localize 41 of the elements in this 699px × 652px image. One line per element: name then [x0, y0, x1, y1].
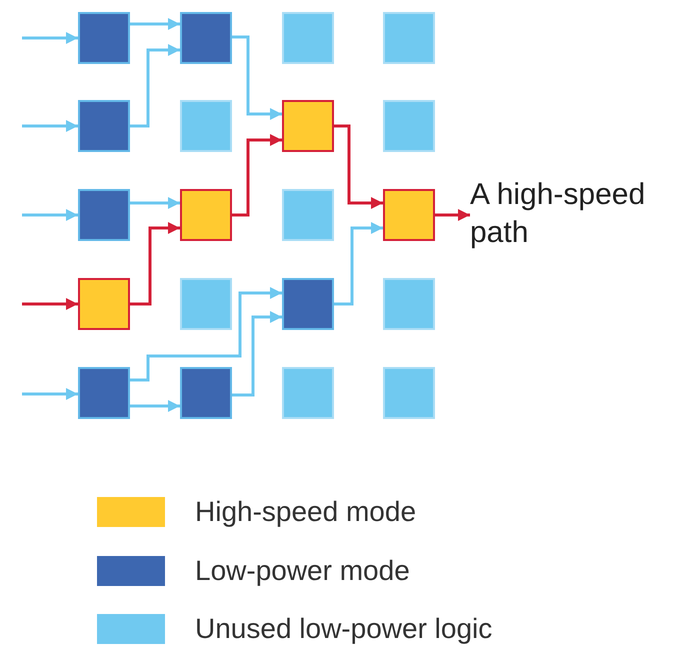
unused-logic-block — [282, 189, 334, 241]
low-power-logic-block — [180, 12, 232, 64]
signal-arrow — [130, 18, 180, 30]
high-speed-logic-block — [383, 189, 435, 241]
low-power-logic-block — [78, 12, 130, 64]
low-power-logic-block — [180, 367, 232, 419]
unused-logic-block — [282, 12, 334, 64]
legend-label: High-speed mode — [195, 496, 416, 528]
high-speed-logic-block — [282, 100, 334, 152]
signal-arrow — [22, 388, 78, 400]
unused-logic-block — [180, 278, 232, 330]
low-power-logic-block — [78, 189, 130, 241]
unused-logic-block — [383, 100, 435, 152]
signal-arrow — [22, 209, 78, 221]
signal-arrow — [334, 222, 383, 306]
high-speed-logic-block — [180, 189, 232, 241]
signal-arrow — [232, 311, 282, 396]
low-power-logic-block — [78, 100, 130, 152]
signal-arrow — [232, 36, 282, 120]
unused-logic-block — [180, 100, 232, 152]
high-speed-logic-block — [78, 278, 130, 330]
low-power-logic-block — [282, 278, 334, 330]
legend-label: Unused low-power logic — [195, 613, 492, 645]
signal-arrow — [130, 287, 282, 382]
unused-logic-block — [383, 367, 435, 419]
signal-arrow — [232, 134, 282, 216]
signal-arrow — [22, 120, 78, 132]
signal-arrow — [130, 222, 180, 306]
unused-logic-block — [383, 12, 435, 64]
signal-arrow — [22, 32, 78, 44]
legend-label: Low-power mode — [195, 555, 410, 587]
signal-arrow — [334, 124, 383, 209]
signal-arrow — [22, 298, 78, 310]
low-power-logic-block — [78, 367, 130, 419]
unused-logic-block — [383, 278, 435, 330]
path-label: A high-speed path — [470, 176, 695, 252]
unused-logic-block — [282, 367, 334, 419]
signal-arrow — [130, 44, 180, 128]
signal-arrow — [130, 197, 180, 209]
signal-arrow — [435, 209, 470, 221]
signal-arrow — [130, 400, 180, 412]
